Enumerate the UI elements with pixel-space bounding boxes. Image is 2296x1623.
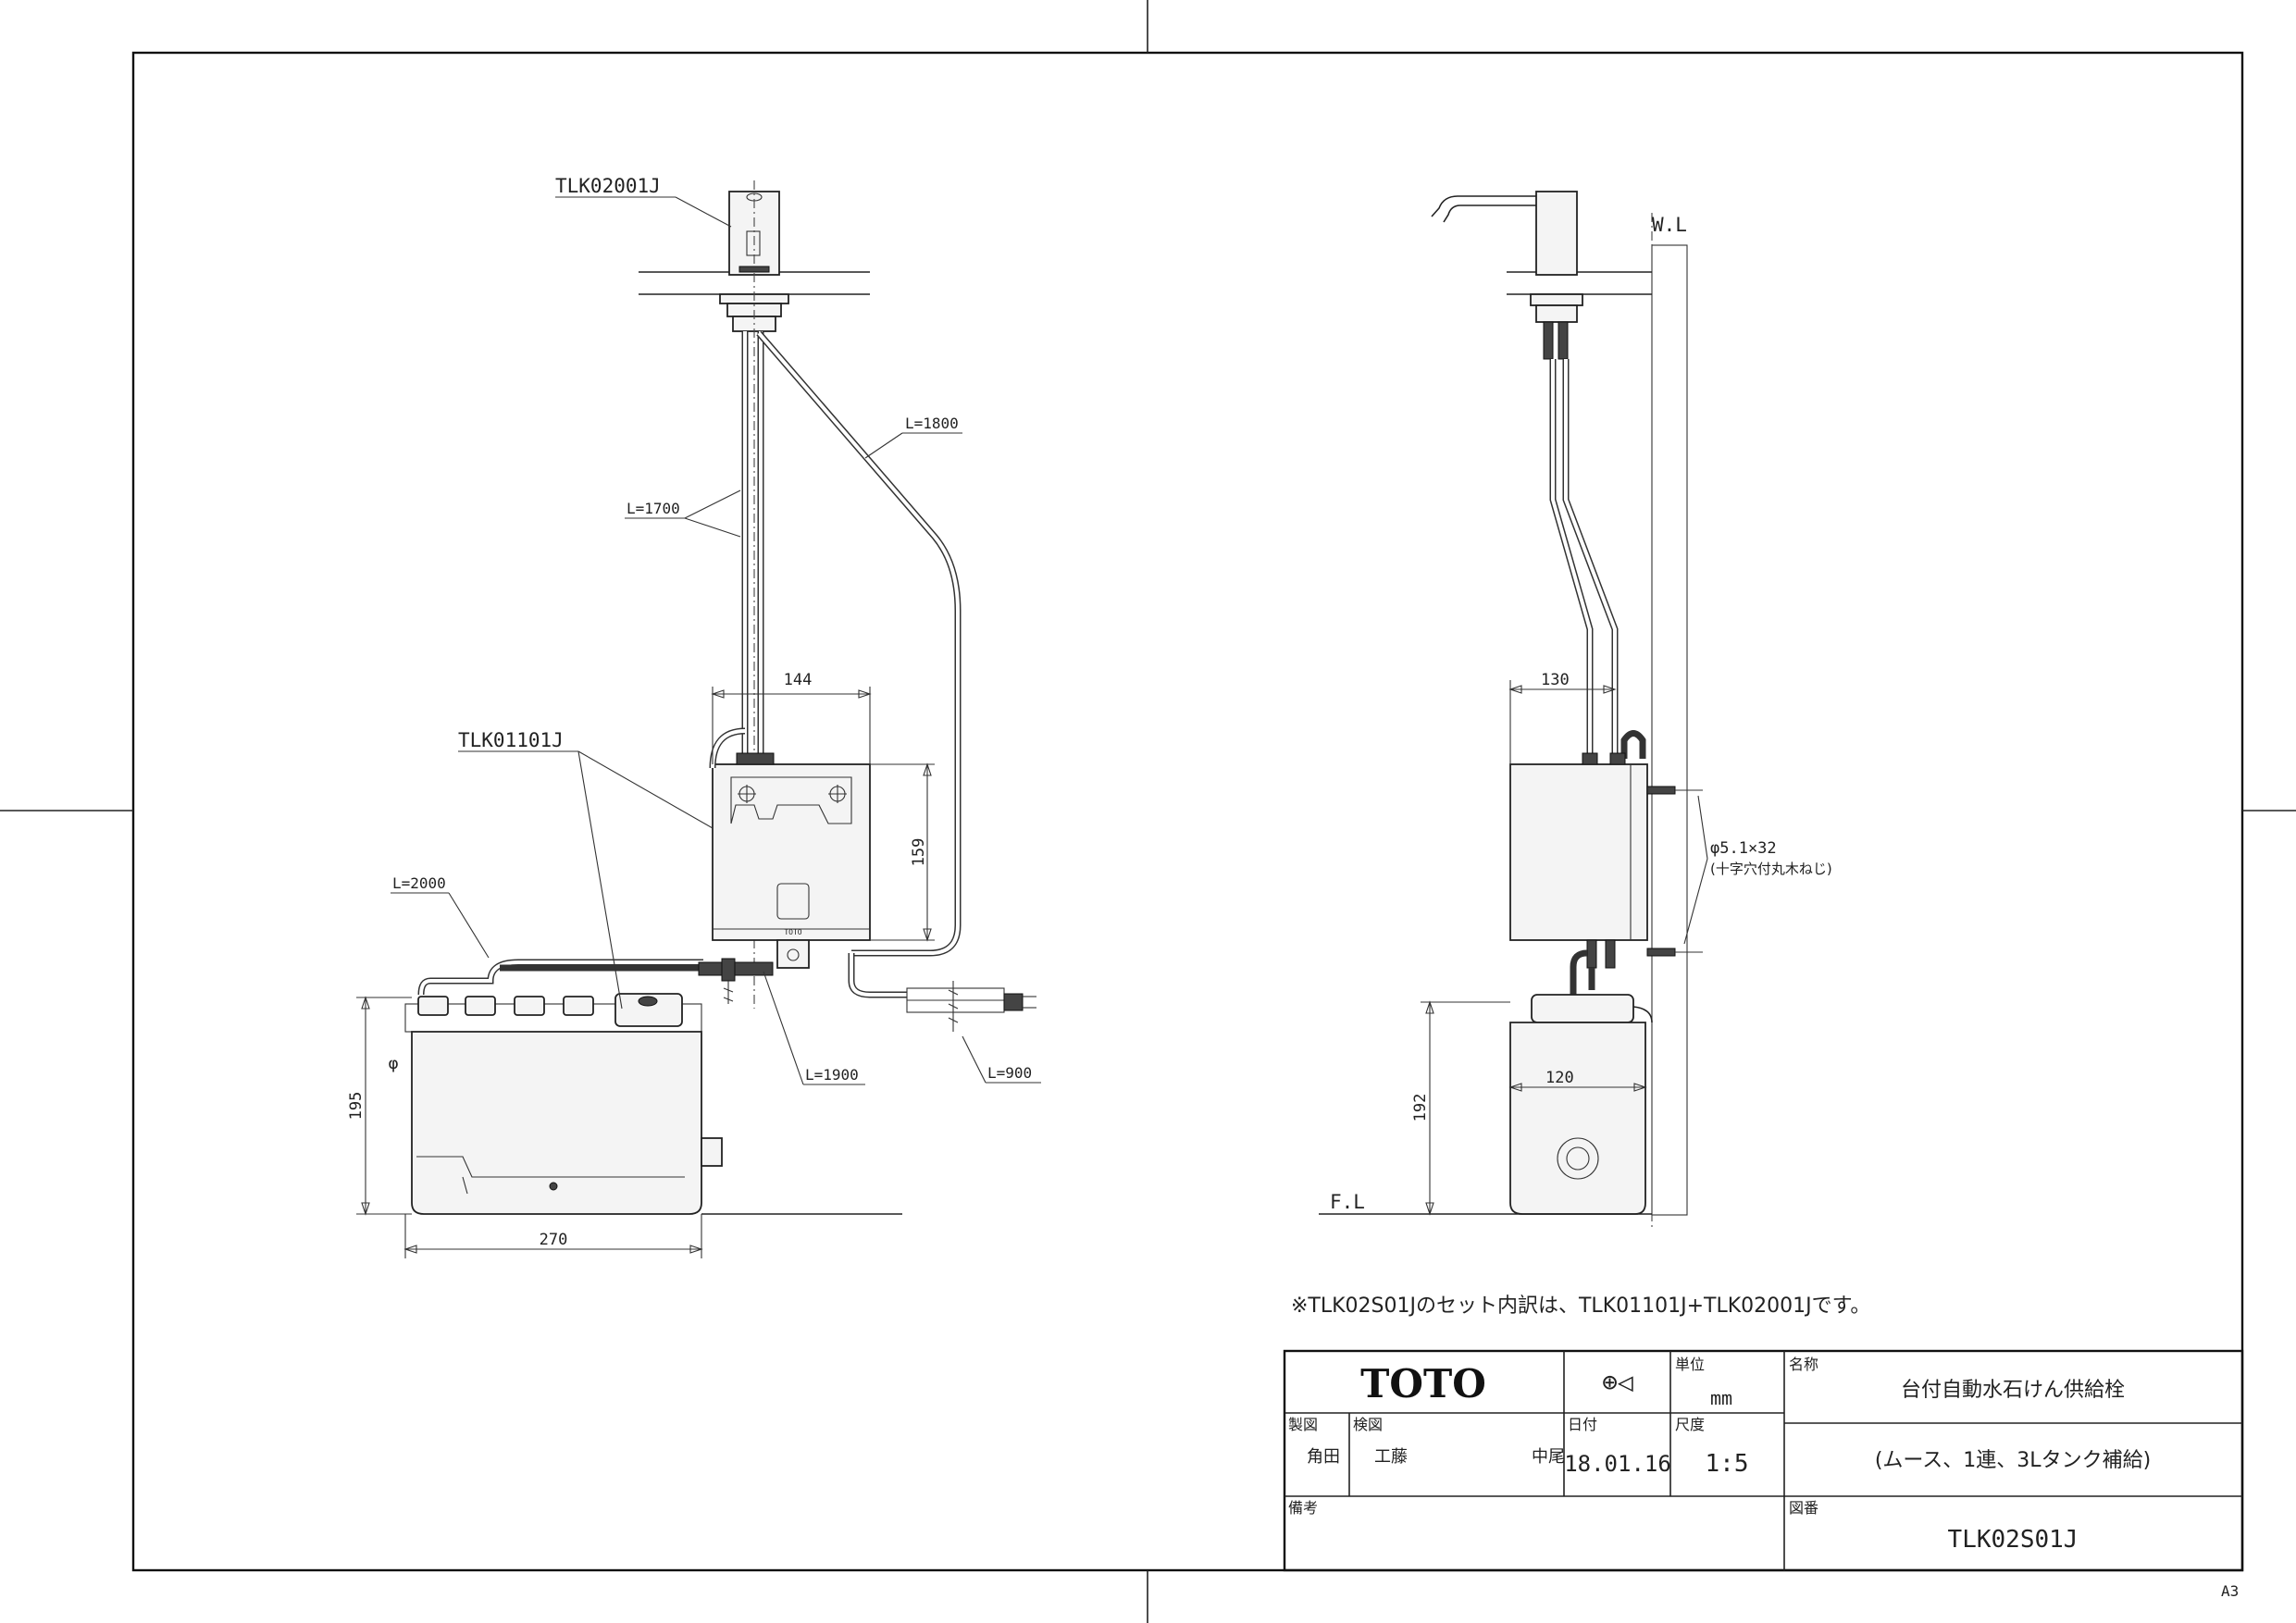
date-value: 18.01.16 — [1564, 1451, 1671, 1477]
controller-box — [712, 763, 871, 941]
dim-tank-width: 270 — [540, 1231, 568, 1249]
date-label: 日付 — [1568, 1416, 1597, 1433]
remarks-label: 備考 — [1288, 1499, 1318, 1517]
approved-by: 中尾 — [1532, 1447, 1565, 1467]
controller-logo: TOTO — [784, 928, 801, 936]
drawing-number: TLK02S01J — [1948, 1526, 2079, 1554]
tank-side-body — [1509, 1022, 1646, 1215]
name-label: 名称 — [1789, 1356, 1818, 1373]
cable-1700-label: L=1700 — [627, 500, 680, 517]
side-view: W.L — [1319, 191, 1832, 1231]
controller-side — [1509, 763, 1648, 941]
dim-tank-height: 195 — [347, 1092, 366, 1121]
screw-spec: φ5.1×32 — [1710, 839, 1777, 858]
set-note: ※TLK02S01Jのセット内訳は、TLK01101J+TLK02001Jです。 — [1291, 1295, 1870, 1318]
tank-mark: φ — [389, 1054, 399, 1073]
cable-2000-label: L=2000 — [392, 874, 446, 892]
dim-controller-width: 144 — [784, 671, 813, 689]
scale-label: 尺度 — [1675, 1416, 1705, 1433]
sheet-size: A3 — [2221, 1582, 2239, 1600]
front-view: TOTO — [347, 175, 1041, 1258]
cable-1900-label: L=1900 — [805, 1066, 859, 1084]
cable-900-label: L=900 — [987, 1064, 1032, 1082]
unit-label: 単位 — [1675, 1356, 1705, 1373]
dim-tank-height-side: 192 — [1411, 1094, 1430, 1122]
dim-controller-height: 159 — [910, 838, 928, 867]
checked-label: 検図 — [1353, 1416, 1383, 1433]
screw-note: (十字穴付丸木ねじ) — [1710, 861, 1832, 877]
drawn-by: 角田 — [1307, 1447, 1340, 1467]
drawing-no-label: 図番 — [1789, 1499, 1818, 1517]
dim-tank-depth: 120 — [1545, 1069, 1574, 1087]
wall-line-label: W.L — [1652, 214, 1687, 236]
scale-value: 1:5 — [1706, 1450, 1749, 1478]
tank-body — [411, 1031, 702, 1215]
checked-by: 工藤 — [1374, 1447, 1408, 1467]
sheet-border — [131, 51, 2244, 1572]
floor-line-label: F.L — [1330, 1191, 1365, 1213]
unit-value: mm — [1710, 1387, 1732, 1409]
wall — [1651, 244, 1688, 1216]
projection-symbol: ⊕◁ — [1602, 1367, 1633, 1397]
dim-controller-depth: 130 — [1541, 671, 1570, 689]
faucet-model-label: TLK02001J — [555, 175, 661, 197]
product-subname: (ムース、1連、3Lタンク補給) — [1875, 1449, 2151, 1472]
toto-logo: TOTO — [1360, 1361, 1486, 1406]
cable-1800-label: L=1800 — [905, 415, 959, 432]
controller-model-label: TLK01101J — [458, 729, 564, 751]
title-block: TOTO ⊕◁ 単位 mm 名称 台付自動水石けん供給栓 (ムース、1連、3Lタ… — [1283, 1349, 2244, 1572]
product-name: 台付自動水石けん供給栓 — [1901, 1379, 2125, 1402]
drawn-label: 製図 — [1288, 1416, 1318, 1433]
